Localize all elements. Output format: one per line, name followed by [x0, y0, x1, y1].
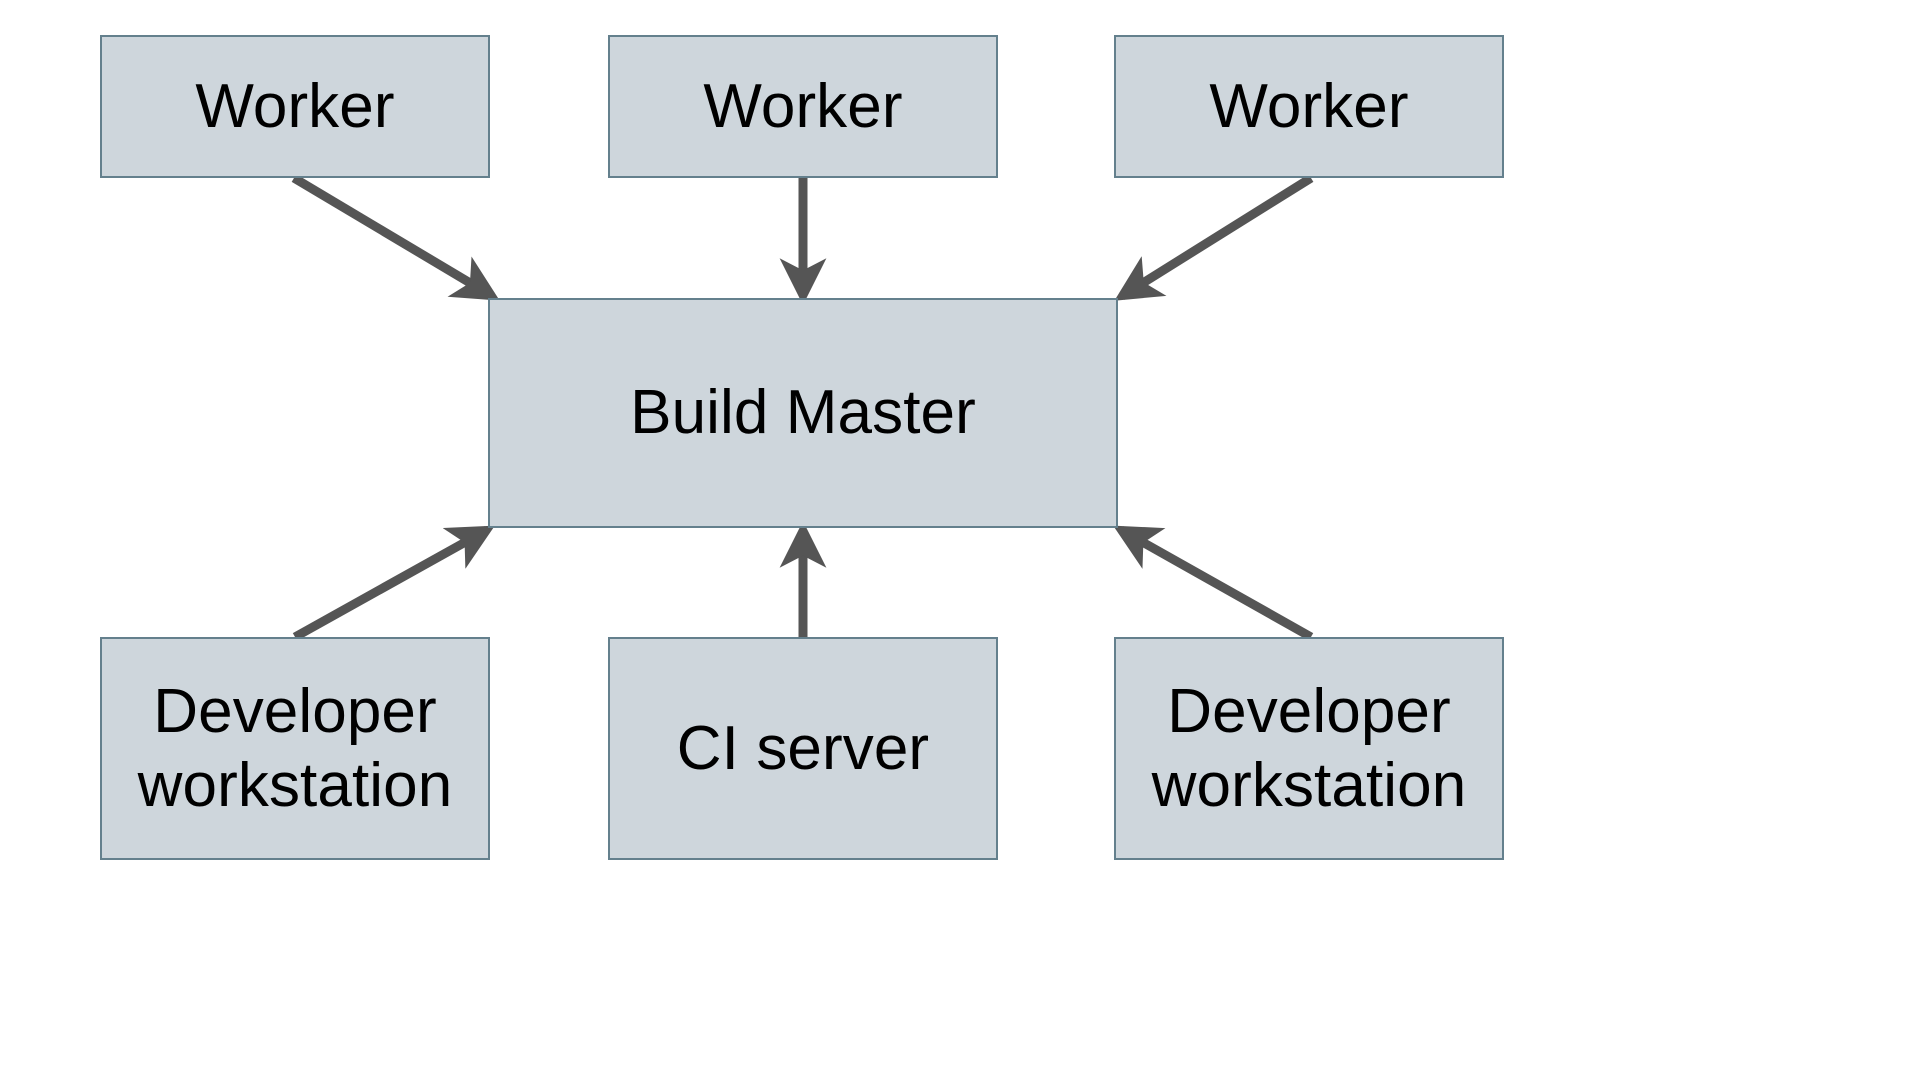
edge-worker1-to-master	[291, 174, 500, 301]
node-developer-workstation-left[interactable]: Developer workstation	[100, 637, 490, 860]
edge-devleft-to-master	[292, 525, 495, 641]
node-developer-workstation-left-label: Developer workstation	[137, 677, 453, 820]
node-developer-workstation-right-label: Developer workstation	[1151, 677, 1467, 820]
node-worker-2[interactable]: Worker	[608, 35, 998, 178]
node-worker-3-label: Worker	[1209, 71, 1409, 141]
edge-devright-to-master	[1113, 525, 1314, 641]
edge-worker3-to-master	[1114, 174, 1314, 301]
node-worker-2-label: Worker	[703, 71, 903, 141]
node-developer-workstation-right[interactable]: Developer workstation	[1114, 637, 1504, 860]
node-build-master[interactable]: Build Master	[488, 298, 1118, 528]
node-ci-server-label: CI server	[676, 713, 930, 783]
node-worker-1[interactable]: Worker	[100, 35, 490, 178]
node-build-master-label: Build Master	[630, 378, 976, 448]
node-ci-server[interactable]: CI server	[608, 637, 998, 860]
node-worker-3[interactable]: Worker	[1114, 35, 1504, 178]
node-worker-1-label: Worker	[195, 71, 395, 141]
